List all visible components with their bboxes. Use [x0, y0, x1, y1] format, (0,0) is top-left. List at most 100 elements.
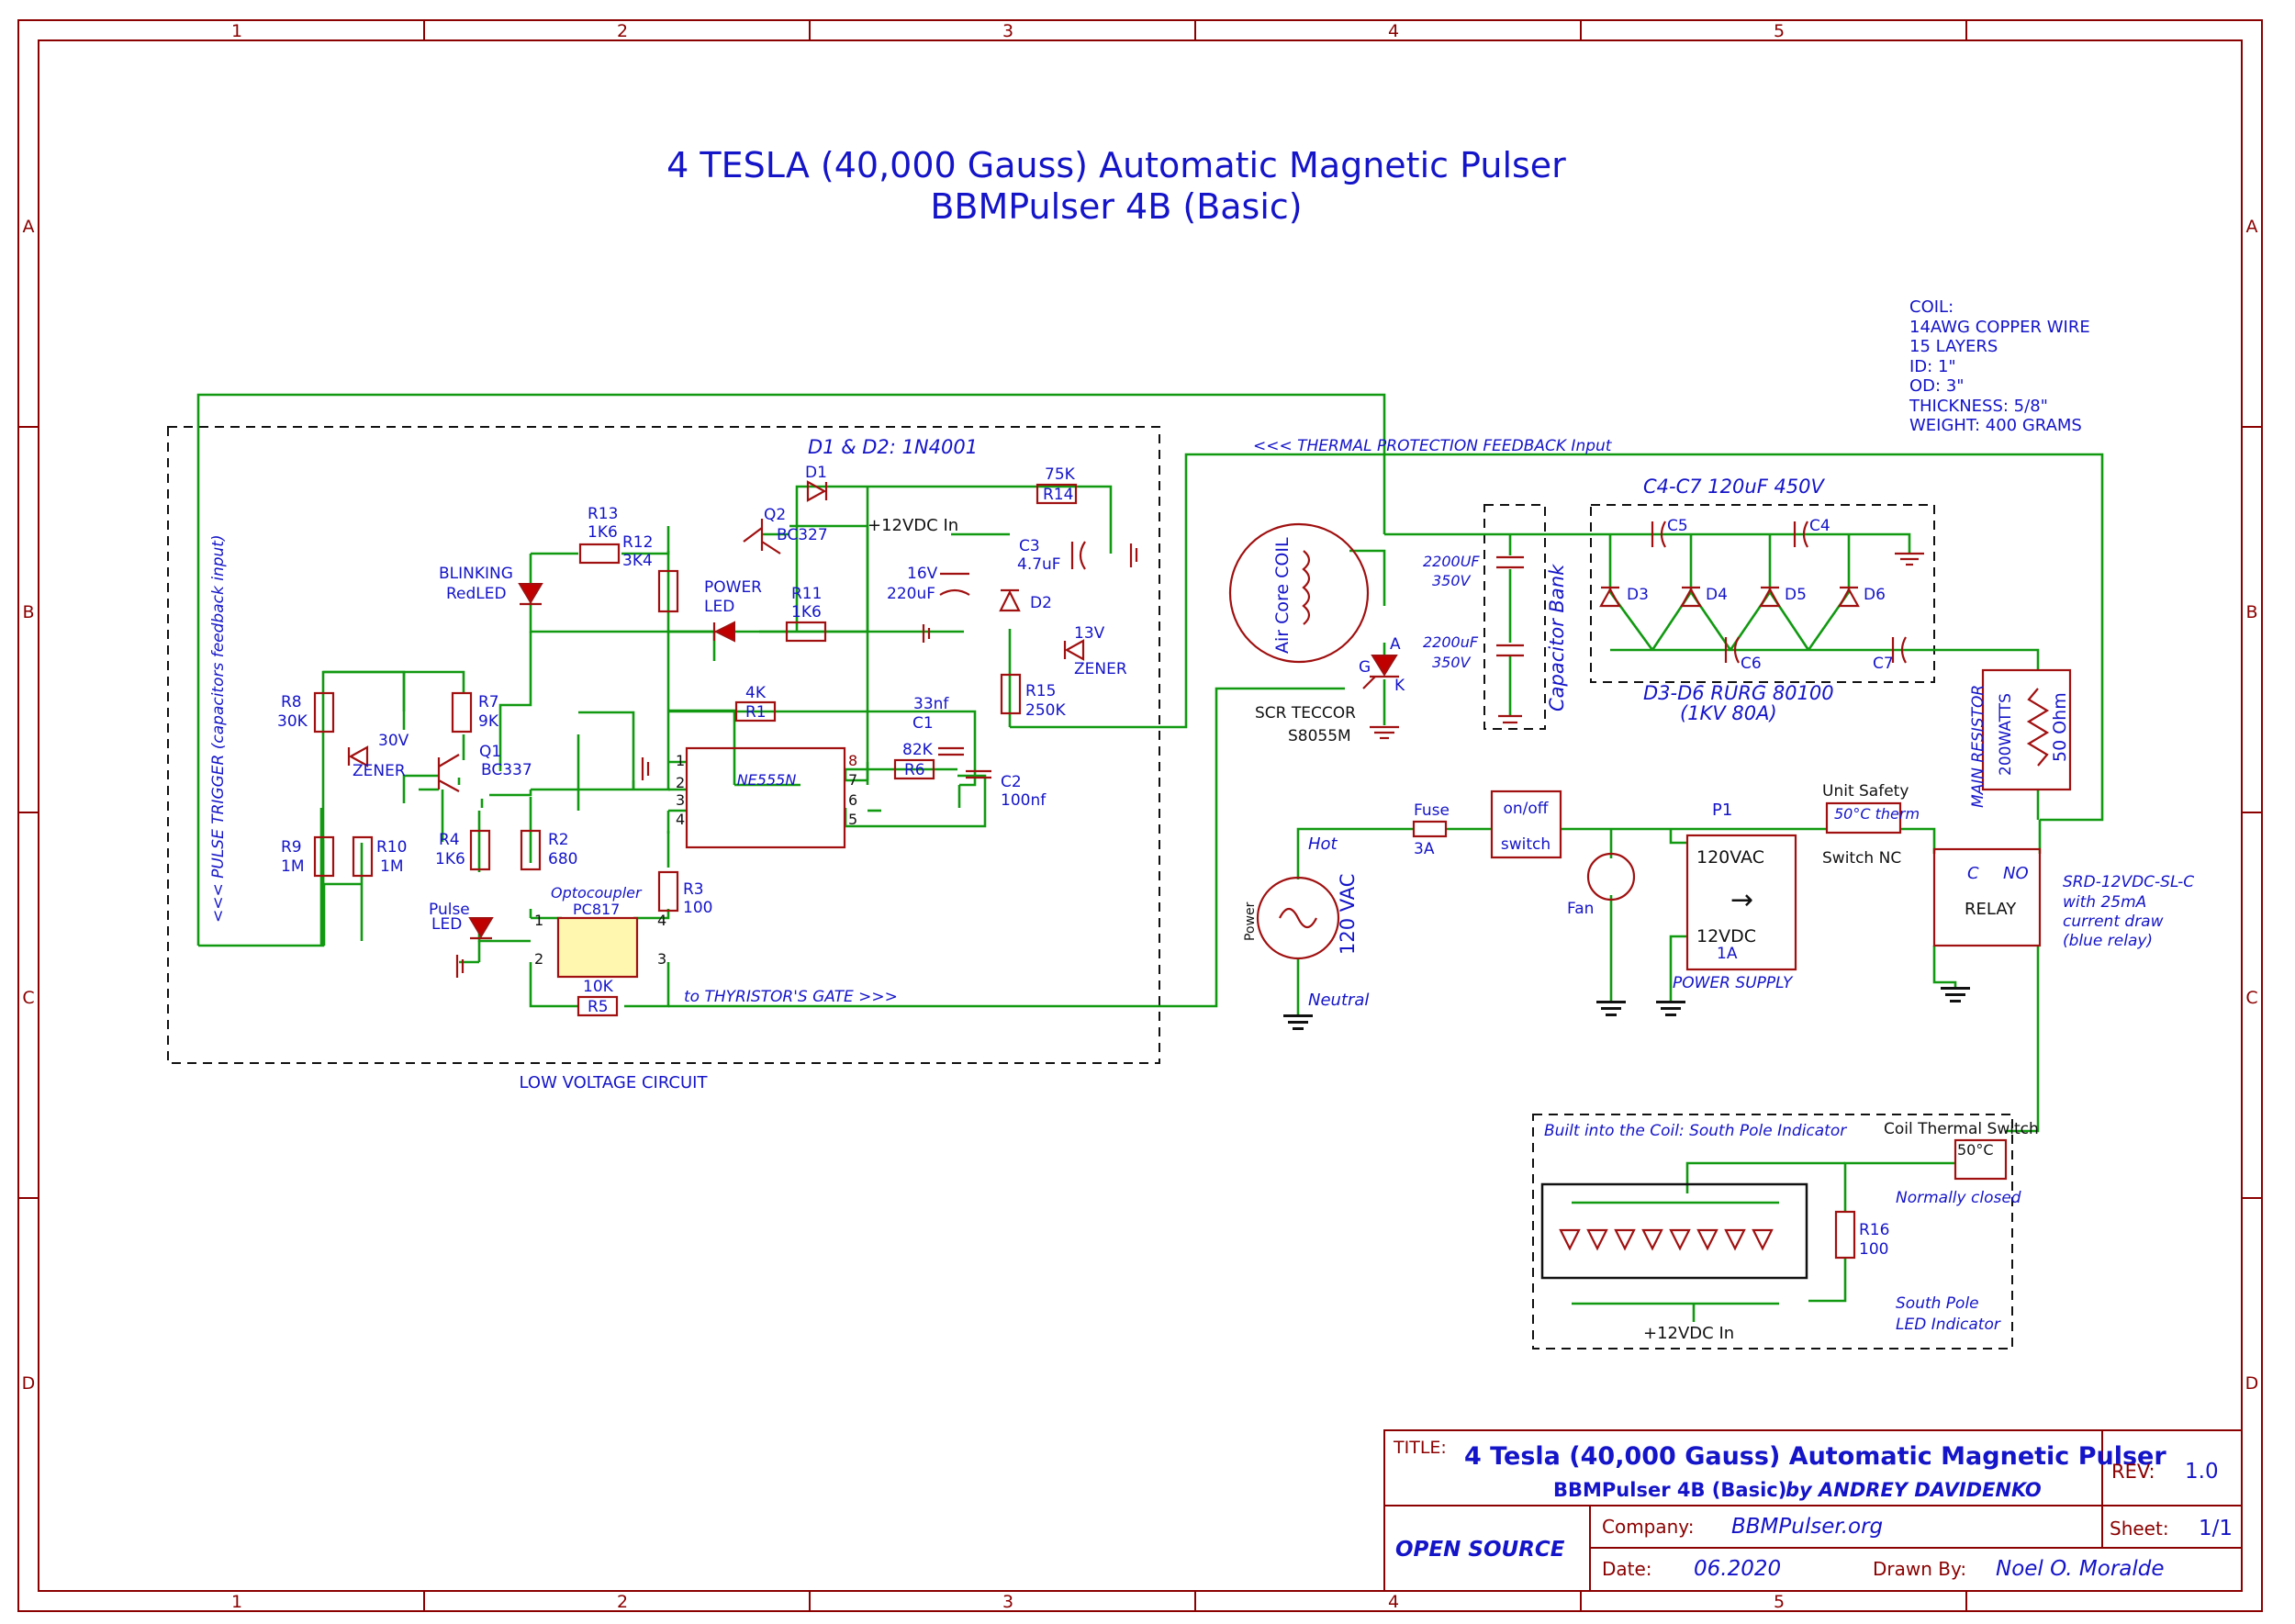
company-value: BBMPulser.org	[1731, 1515, 1883, 1539]
low-voltage-box	[167, 426, 1160, 1064]
date-label: Date:	[1602, 1558, 1652, 1580]
fuse-label: Fuse	[1414, 801, 1450, 820]
col-label: 1	[231, 1592, 242, 1612]
zener-13v	[1063, 639, 1085, 661]
ic-pin-labels: 1 2 3 4 8 7 6 5	[676, 752, 857, 828]
pulse-led	[468, 917, 494, 940]
air-core-coil	[1228, 522, 1370, 664]
cap-bank-val: 2200UF	[1423, 553, 1480, 570]
svg-text:5: 5	[848, 811, 857, 828]
pulse-trigger-label: <<< PULSE TRIGGER (capacitors feedback i…	[209, 534, 228, 923]
svg-text:R13: R13	[588, 505, 618, 523]
power-label: POWER	[704, 578, 762, 597]
indicator-box	[1532, 1114, 2013, 1350]
zener-30v-label: ZENER	[353, 762, 406, 780]
svg-text:R3: R3	[683, 880, 704, 899]
row-label: D	[2245, 1373, 2259, 1394]
relay	[1932, 847, 2042, 947]
pulse-label: Pulse	[429, 901, 470, 919]
svg-text:R7: R7	[478, 693, 499, 711]
svg-text:250K: 250K	[1025, 701, 1066, 720]
zener-13v-label: ZENER	[1074, 660, 1127, 678]
c2-value: 100nf	[1001, 791, 1047, 810]
south-pole-label: South Pole	[1896, 1294, 1979, 1313]
rectifier-ground	[1895, 552, 1924, 566]
zener-30v	[347, 745, 369, 767]
c4-label: C4	[1809, 517, 1830, 535]
svg-text:1M: 1M	[380, 857, 403, 876]
coil-spec-line: OD: 3"	[1909, 376, 1965, 396]
svg-text:R9: R9	[281, 838, 302, 857]
sheet-label: Sheet:	[2110, 1518, 2169, 1540]
col-label: 1	[231, 21, 242, 41]
relay-desc: current draw	[2063, 913, 2164, 931]
r4-resistor	[469, 829, 491, 871]
blinking-label: BLINKING	[439, 565, 513, 583]
fan	[1586, 852, 1636, 902]
row-label: A	[23, 217, 35, 237]
coil-label: Air Core COIL	[1272, 537, 1293, 654]
svg-text:R6: R6	[904, 761, 925, 779]
on-off-switch	[1490, 790, 1562, 859]
open-source-label: OPEN SOURCE	[1395, 1538, 1565, 1562]
resistors	[313, 483, 1078, 1017]
indicator-note: Built into the Coil: South Pole Indicato…	[1544, 1122, 1847, 1140]
drawn-by-label: Drawn By:	[1873, 1558, 1966, 1580]
svg-text:4: 4	[676, 811, 685, 828]
d2-diode	[999, 588, 1021, 612]
r10-resistor	[352, 835, 374, 878]
r13-resistor	[578, 543, 621, 565]
coil-spec-line: 15 LAYERS	[1909, 337, 1998, 356]
main-resistor-zigzag	[2026, 688, 2050, 767]
optocoupler-pc817	[556, 916, 639, 979]
col-label: 2	[617, 1592, 628, 1612]
svg-text:30K: 30K	[277, 712, 308, 731]
zener-30v-value: 30V	[378, 732, 409, 750]
relay-ground	[1941, 987, 1970, 1002]
cap-16v: 16V	[907, 565, 938, 583]
main-title: 4 TESLA (40,000 Gauss) Automatic Magneti…	[666, 145, 1566, 185]
diode-note: D1 & D2: 1N4001	[808, 436, 978, 458]
svg-text:R15: R15	[1025, 682, 1056, 700]
svg-text:R4: R4	[439, 831, 460, 849]
ps-input: 120VAC	[1696, 847, 1764, 868]
scr-g: G	[1359, 658, 1371, 677]
svg-text:R12: R12	[622, 533, 653, 552]
power-led	[712, 621, 735, 643]
normally-closed-label: Normally closed	[1896, 1189, 2021, 1207]
pulse-led-label: LED	[431, 915, 462, 934]
row-label: D	[22, 1373, 36, 1394]
cap-bank-val: 2200uF	[1423, 633, 1479, 651]
thyristor-gate-label: to THYRISTOR'S GATE >>>	[684, 988, 898, 1006]
d3d6-rating: (1KV 80A)	[1680, 702, 1777, 724]
thermal-feedback-label: <<< THERMAL PROTECTION FEEDBACK Input	[1253, 437, 1613, 455]
cap-bank-val: 350V	[1432, 654, 1472, 671]
coil-thermal-temp: 50°C	[1957, 1141, 1994, 1159]
main-resistor	[1981, 668, 2072, 791]
coil-spec: COIL: 14AWG COPPER WIRE 15 LAYERS ID: 1"…	[1909, 297, 2090, 435]
low-voltage-label: LOW VOLTAGE CIRCUIT	[520, 1073, 709, 1092]
title-block-title: 4 Tesla (40,000 Gauss) Automatic Magneti…	[1464, 1442, 2166, 1471]
main-resistor-watts: 200WATTS	[1997, 693, 2015, 776]
opto-label: Optocoupler	[551, 884, 643, 902]
rectifier-box	[1590, 504, 1935, 683]
opto-part: PC817	[573, 901, 620, 918]
svg-text:R8: R8	[281, 693, 302, 711]
main-resistor-ohm: 50 Ohm	[2050, 692, 2070, 762]
indicator-section: Built into the Coil: South Pole Indicato…	[1540, 1120, 2039, 1343]
svg-text:3: 3	[657, 950, 666, 968]
capacitors	[938, 541, 1086, 779]
svg-text:R5: R5	[588, 998, 609, 1016]
coil-spec-heading: COIL:	[1909, 297, 1954, 317]
row-label: B	[2245, 602, 2257, 622]
col-label: 4	[1388, 21, 1399, 41]
drawn-by-value: Noel O. Moralde	[1996, 1557, 2165, 1581]
capacitor-bank	[1496, 555, 1524, 724]
redled-label: RedLED	[446, 585, 507, 603]
coil-spec-line: THICKNESS: 5/8"	[1909, 397, 2048, 416]
relay-label: RELAY	[1965, 900, 2017, 919]
d4-label: D4	[1706, 586, 1728, 604]
c3-value: 4.7uF	[1017, 555, 1061, 574]
r11-resistor	[785, 621, 827, 643]
